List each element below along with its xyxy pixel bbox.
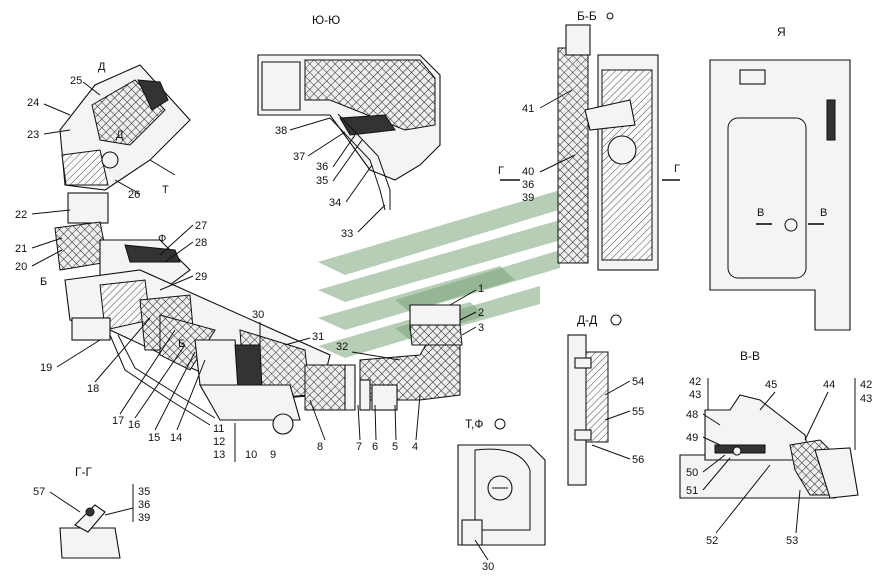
callout-dd-55: 55 bbox=[632, 406, 644, 418]
callout-bb-36: 36 bbox=[522, 179, 534, 191]
section-title-gg: Г-Г bbox=[75, 465, 92, 479]
callout-22: 22 bbox=[15, 209, 27, 221]
callout-5: 5 bbox=[392, 441, 398, 453]
callout-23: 23 bbox=[27, 129, 39, 141]
callout-19: 19 bbox=[40, 362, 52, 374]
callout-9: 9 bbox=[270, 449, 276, 461]
callout-yu-37: 37 bbox=[293, 151, 305, 163]
arrow-label-d: Д bbox=[98, 61, 106, 73]
callout-16: 16 bbox=[128, 419, 140, 431]
callout-21: 21 bbox=[15, 243, 27, 255]
arrow-label-d2: Д bbox=[116, 129, 124, 141]
callout-vv-42b: 42 bbox=[860, 379, 872, 391]
watermark-logo bbox=[318, 190, 575, 358]
section-title-dd: Д-Д bbox=[577, 313, 597, 327]
section-gg: Г-Г 57 35 36 39 bbox=[33, 465, 150, 559]
callout-14: 14 bbox=[170, 432, 182, 444]
callout-vv-48: 48 bbox=[686, 409, 698, 421]
section-yu: Ю-Ю 38 37 36 35 34 33 bbox=[257, 13, 441, 240]
callout-dd-56: 56 bbox=[632, 454, 644, 466]
section-title-bb: Б-Б bbox=[577, 9, 597, 23]
callout-10: 10 bbox=[245, 449, 257, 461]
callout-29: 29 bbox=[195, 271, 207, 283]
callout-2: 2 bbox=[478, 307, 484, 319]
callout-13: 13 bbox=[213, 449, 225, 461]
callout-gg-39: 39 bbox=[138, 512, 150, 524]
callout-vv-49: 49 bbox=[686, 432, 698, 444]
callout-yu-33: 33 bbox=[341, 228, 353, 240]
callout-1: 1 bbox=[478, 283, 484, 295]
callout-vv-44: 44 bbox=[823, 379, 835, 391]
callout-7: 7 bbox=[356, 441, 362, 453]
callout-28: 28 bbox=[195, 237, 207, 249]
callout-bb-40: 40 bbox=[522, 166, 534, 178]
section-title-yu: Ю-Ю bbox=[312, 13, 340, 27]
arrow-label-g2: Г bbox=[674, 163, 680, 175]
callout-vv-51: 51 bbox=[686, 485, 698, 497]
callout-4: 4 bbox=[412, 441, 418, 453]
callout-24: 24 bbox=[27, 97, 39, 109]
view-ya: Я В В bbox=[709, 25, 851, 331]
callout-yu-38: 38 bbox=[275, 125, 287, 137]
section-title-ya: Я bbox=[777, 25, 786, 39]
section-title-tf: Т,Ф bbox=[465, 417, 483, 431]
callout-17: 17 bbox=[112, 415, 124, 427]
callout-12: 12 bbox=[213, 436, 225, 448]
callout-vv-42a: 42 bbox=[689, 376, 701, 388]
callout-11: 11 bbox=[213, 423, 224, 435]
callout-27: 27 bbox=[195, 220, 207, 232]
section-bb: Б-Б 41 Г 40 36 39 Г bbox=[498, 9, 680, 271]
callout-gg-36: 36 bbox=[138, 499, 150, 511]
section-dd: Д-Д 54 55 56 bbox=[567, 313, 644, 486]
callout-8: 8 bbox=[317, 441, 323, 453]
callout-bb-39: 39 bbox=[522, 192, 534, 204]
callout-3: 3 bbox=[478, 322, 484, 334]
arrow-label-v2: В bbox=[820, 207, 827, 219]
section-vv: В-В 42 43 45 44 42 43 48 49 50 51 52 53 bbox=[679, 349, 872, 547]
main-callouts: 25 Д 24 23 Д 26 Т 22 21 20 27 Ф 28 Б 29 … bbox=[15, 61, 484, 462]
callout-vv-43b: 43 bbox=[860, 393, 872, 405]
callout-20: 20 bbox=[15, 261, 27, 273]
callout-vv-43a: 43 bbox=[689, 389, 701, 401]
callout-31: 31 bbox=[312, 331, 324, 343]
arrow-label-v: В bbox=[757, 207, 764, 219]
callout-6: 6 bbox=[372, 441, 378, 453]
arrow-label-b: Б bbox=[40, 276, 47, 288]
callout-yu-34: 34 bbox=[329, 197, 341, 209]
arrow-label-t: Т bbox=[162, 184, 169, 196]
arrow-label-b2: Б bbox=[178, 338, 185, 350]
callout-gg-57: 57 bbox=[33, 486, 45, 498]
callout-vv-53: 53 bbox=[786, 535, 798, 547]
arrow-label-g: Г bbox=[498, 165, 504, 177]
callout-vv-50: 50 bbox=[686, 467, 698, 479]
callout-15: 15 bbox=[148, 432, 160, 444]
callout-bb-41: 41 bbox=[522, 103, 534, 115]
callout-tf-30: 30 bbox=[482, 561, 494, 573]
callout-18: 18 bbox=[87, 383, 99, 395]
callout-25: 25 bbox=[70, 75, 82, 87]
callout-32: 32 bbox=[336, 341, 348, 353]
callout-vv-52: 52 bbox=[706, 535, 718, 547]
arrow-label-f: Ф bbox=[158, 233, 166, 245]
section-tf: Т,Ф 30 bbox=[457, 417, 546, 573]
callout-gg-35: 35 bbox=[138, 486, 150, 498]
callout-yu-36: 36 bbox=[316, 161, 328, 173]
callout-dd-54: 54 bbox=[632, 376, 644, 388]
callout-vv-45: 45 bbox=[765, 379, 777, 391]
main-assembly bbox=[54, 64, 463, 435]
callout-yu-35: 35 bbox=[316, 175, 328, 187]
callout-30: 30 bbox=[252, 309, 264, 321]
section-title-vv: В-В bbox=[740, 349, 760, 363]
